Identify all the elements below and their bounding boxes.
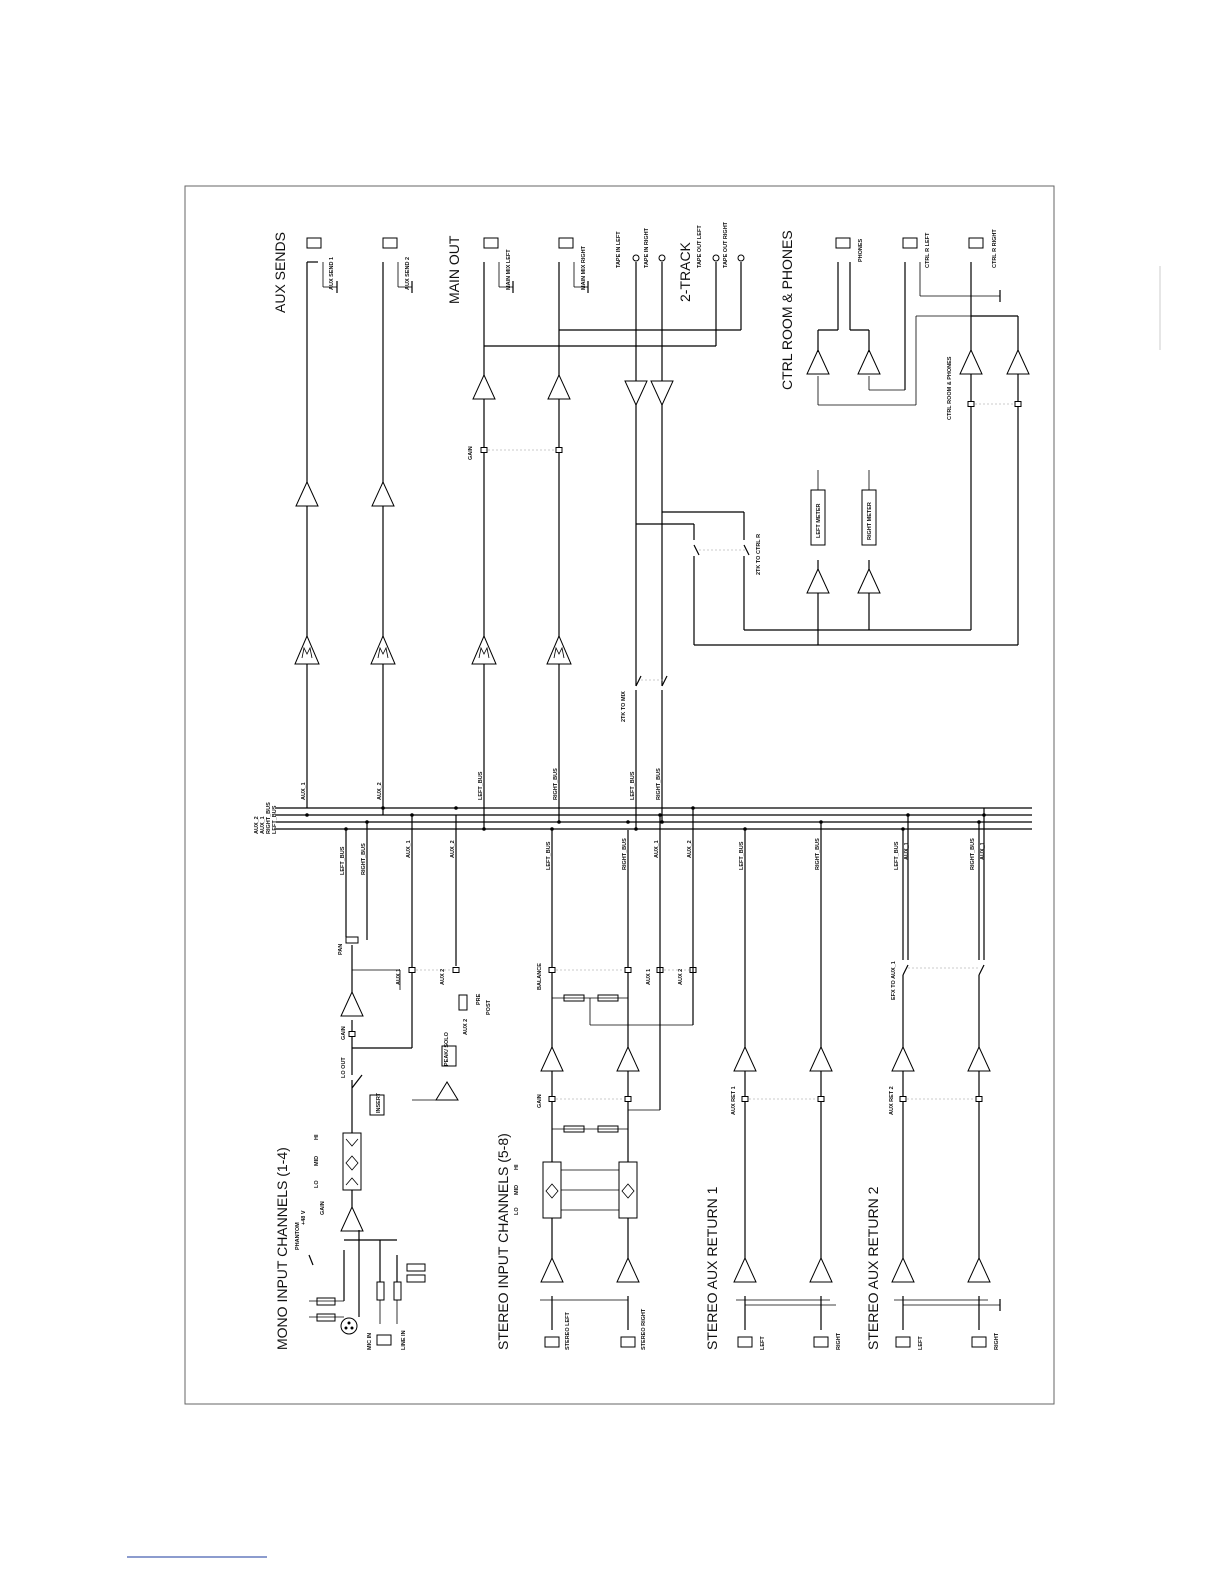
diagram-label: LO	[514, 1207, 520, 1215]
diagram-label: LEFT_BUS	[546, 841, 552, 870]
section-main-out: MAIN OUT	[446, 235, 462, 304]
section-aux-return-2: STEREO AUX RETURN 2	[865, 1186, 881, 1350]
jack-ret1-right: RIGHT	[836, 1332, 842, 1350]
aux-return-2: LEFT RIGHT AUX RET 2 EFX TO AUX_1 LEFT_B…	[889, 808, 1001, 1350]
diagram-label: 2TK TO MIX	[621, 691, 627, 722]
diagram-label: AUX 1	[646, 969, 652, 985]
diagram-label: AUX_2	[377, 782, 383, 800]
jack-line-in: LINE IN	[401, 1330, 407, 1350]
diagram-label: LEFT_BUS	[340, 846, 346, 875]
diagram-label: PHANTOM	[295, 1222, 301, 1250]
right-meter: RIGHT METER	[867, 502, 873, 540]
diagram-label: MID	[314, 1156, 320, 1166]
jack-ret2-left: LEFT	[918, 1336, 924, 1350]
aux-send-1-path: AUX_1 AUX SEND 1	[294, 237, 338, 808]
section-mono-input: MONO INPUT CHANNELS (1-4)	[274, 1147, 290, 1350]
jack-main-mix-left: MAIN MIX LEFT	[506, 249, 512, 290]
diagram-label: AUX 2	[440, 969, 446, 985]
diagram-label: EFX TO AUX_1	[891, 961, 897, 1000]
jack-tape-in-left: TAPE IN LEFT	[616, 231, 622, 268]
bus-lines	[276, 807, 1032, 830]
jack-ctrl-r-left: CTRL R LEFT	[925, 232, 931, 268]
section-stereo-input: STEREO INPUT CHANNELS (5-8)	[495, 1133, 511, 1350]
diagram-label: LEFT_BUS	[630, 771, 636, 800]
diagram-label: LO	[314, 1180, 320, 1188]
section-aux-return-1: STEREO AUX RETURN 1	[704, 1186, 720, 1350]
jack-ctrl-r-right: CTRL R RIGHT	[992, 229, 998, 268]
ctrl-room-block: LEFT METER RIGHT METER CTRL ROOM & PHONE…	[694, 229, 1030, 646]
diagram-label: PEAK/ SOLO	[444, 1031, 450, 1066]
main-out-right: RIGHT_BUS MAIN MIX RIGHT	[488, 237, 741, 822]
diagram-label: RIGHT_BUS	[622, 838, 628, 870]
diagram-label: HI	[314, 1134, 320, 1140]
diagram-label: PRE	[476, 993, 482, 1005]
jack-tape-out-left: TAPE OUT LEFT	[697, 225, 703, 268]
diagram-label: AUX 2	[463, 1019, 469, 1035]
jack-tape-in-right: TAPE IN RIGHT	[644, 227, 650, 268]
diagram-label: AUX RET 1	[731, 1086, 737, 1115]
junction-dots	[305, 806, 986, 831]
main-out-left: LEFT_BUS GAIN MAIN MIX LEFT	[468, 237, 716, 829]
bus-labels: AUX_2 AUX_1 RIGHT_BUS LEFT_BUS	[254, 802, 278, 834]
jack-phones: PHONES	[858, 238, 864, 262]
diagram-label: PAN	[338, 944, 344, 955]
diagram-label: AUX_2	[450, 840, 456, 858]
diagram-label: BALANCE	[537, 963, 543, 990]
diagram-label: HI	[514, 1164, 520, 1170]
jack-aux-send-2: AUX SEND 2	[405, 257, 411, 290]
diagram-label: INSERT	[376, 1092, 382, 1113]
aux-return-1: LEFT RIGHT AUX RET 1 LEFT_BUS RIGHT_BUS	[731, 822, 842, 1350]
diagram-label: AUX_1	[301, 782, 307, 800]
jack-main-mix-right: MAIN MIX RIGHT	[581, 245, 587, 290]
diagram-label: +48 V	[301, 1210, 307, 1225]
bus-label-left: LEFT_BUS	[272, 805, 278, 834]
diagram-label: AUX 1	[396, 969, 402, 985]
diagram-label: CTRL ROOM & PHONES	[947, 356, 953, 420]
diagram-label: LEFT_BUS	[894, 841, 900, 870]
diagram-label: AUX RET 2	[889, 1086, 895, 1115]
diagram-label: POST	[486, 999, 492, 1015]
diagram-label: LEFT_BUS	[739, 841, 745, 870]
diagram-label: GAIN	[537, 1094, 543, 1108]
jack-aux-send-1: AUX SEND 1	[329, 257, 335, 290]
diagram-label: AUX_1	[406, 840, 412, 858]
diagram-label: GAIN	[468, 446, 474, 460]
mono-channel: MIC IN LINE IN PHANTOM +48 V GAIN LO MID…	[295, 815, 492, 1350]
diagram-label: RIGHT_BUS	[815, 838, 821, 870]
left-meter: LEFT METER	[816, 503, 822, 538]
bus-label-aux2: AUX_2	[254, 816, 260, 834]
bus-label-aux1: AUX_1	[260, 816, 266, 834]
jack-mic-in: MIC IN	[367, 1333, 373, 1350]
diagram-label: AUX 2	[678, 969, 684, 985]
jack-ret2-right: RIGHT	[994, 1332, 1000, 1350]
diagram-label: RIGHT_BUS	[553, 768, 559, 800]
diagram-label: LO OUT	[341, 1057, 347, 1078]
aux-send-2-path: AUX_2 AUX SEND 2	[370, 237, 413, 815]
section-2-track: 2-TRACK	[677, 241, 693, 302]
jack-ret1-left: LEFT	[760, 1336, 766, 1350]
jack-tape-out-right: TAPE OUT RIGHT	[723, 221, 729, 268]
diagram-label: RIGHT_BUS	[361, 843, 367, 875]
diagram-label: MID	[514, 1185, 520, 1195]
bus-label-right: RIGHT_BUS	[266, 802, 272, 834]
diagram-label: AUX_1	[654, 840, 660, 858]
section-ctrl-room: CTRL ROOM & PHONES	[779, 230, 795, 390]
diagram-label: LEFT_BUS	[478, 771, 484, 800]
diagram-label: GAIN	[341, 1026, 347, 1040]
jack-stereo-left: STEREO LEFT	[565, 1311, 571, 1350]
two-track-block: TAPE IN LEFT TAPE IN RIGHT TAPE OUT LEFT…	[616, 221, 762, 829]
stereo-channel: STEREO LEFT STEREO RIGHT LO MID HI GAIN	[514, 808, 697, 1350]
section-aux-sends: AUX SENDS	[272, 232, 288, 313]
jack-stereo-right: STEREO RIGHT	[641, 1308, 647, 1350]
diagram-label: 2TK TO CTRL R	[756, 534, 762, 575]
diagram-label: GAIN	[320, 1201, 326, 1215]
diagram-label: RIGHT_BUS	[656, 768, 662, 800]
diagram-label: RIGHT_BUS	[970, 838, 976, 870]
diagram-label: AUX_1	[904, 842, 910, 860]
diagram-frame	[184, 185, 1055, 1405]
diagram-label: AUX_1	[980, 842, 986, 860]
diagram-label: AUX_2	[687, 840, 693, 858]
